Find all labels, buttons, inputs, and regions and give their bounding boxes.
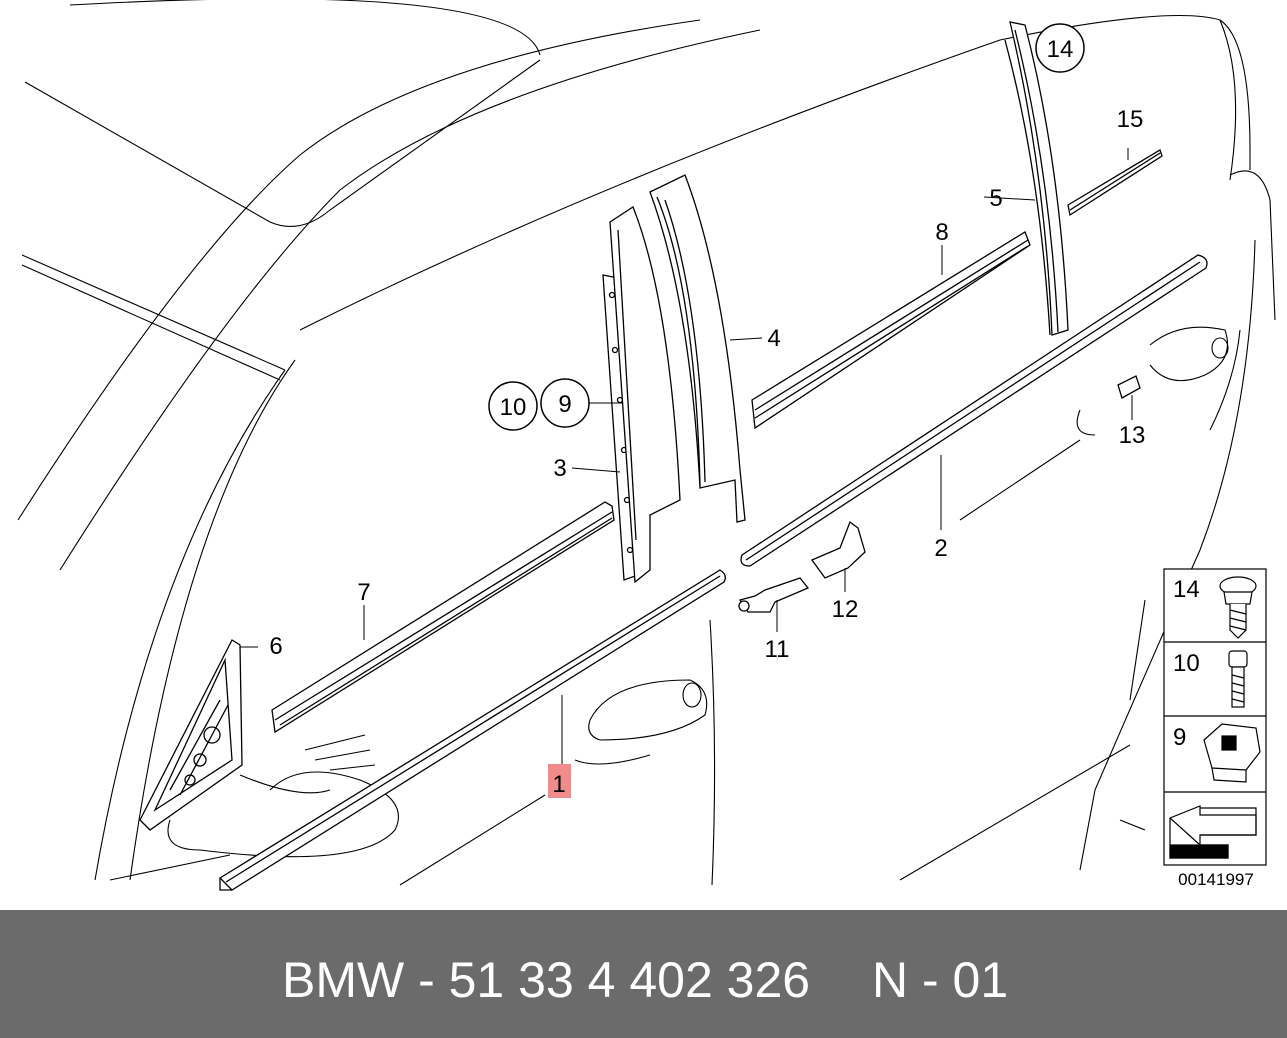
legend-label-10: 10 [1173,650,1200,677]
callout-1-highlight [548,764,571,798]
screw-icon [1219,576,1257,639]
part-12-bracket [810,520,866,579]
part-2-upper-molding [740,254,1208,567]
bolt-icon [1228,650,1248,708]
part-number: BMW - 51 33 4 402 326 [282,952,811,1008]
page-code: N - 01 [872,952,1009,1008]
leader-lines [240,148,1133,768]
callout-4: 4 [767,325,780,352]
part-7-window-channel [271,501,615,734]
clip-nut-icon [1203,723,1261,783]
callout-3: 3 [553,455,566,482]
part-8-window-channel [751,231,1031,430]
callout-9-circle [540,378,590,428]
part-6-corner-trim [139,639,243,831]
arrow-icon [1168,805,1257,859]
parts-diagram: 1 2 3 4 5 6 7 8 9 10 11 12 13 14 15 14 1… [17,0,1276,891]
callout-10: 10 [500,394,527,421]
callout-14-circle [1035,23,1085,73]
part-13-clip [1117,375,1141,399]
footer-bar [0,910,1287,1038]
part-11-clip [738,577,810,613]
legend-label-14: 14 [1173,576,1200,603]
callout-9: 9 [558,391,571,418]
callout-15: 15 [1117,106,1144,133]
callout-8: 8 [935,219,948,246]
part-1-lower-molding [218,569,726,891]
callout-10-circle [488,381,538,431]
callout-13: 13 [1119,422,1146,449]
legend-label-9: 9 [1173,724,1186,751]
callout-11: 11 [765,636,790,663]
callout-7: 7 [357,579,370,606]
part-15-strip [1067,149,1163,217]
callout-14: 14 [1047,36,1074,63]
part-4-pillar-cover [609,174,746,584]
part-5-window-strip [1004,21,1069,336]
legend-panel: 14 10 9 [1163,568,1267,866]
callout-6: 6 [269,633,282,660]
diagram-id: 00141997 [1178,870,1254,889]
callout-labels: 1 2 3 4 5 6 7 8 9 10 11 12 13 14 15 [269,36,1145,798]
callout-2: 2 [934,535,947,562]
callout-5: 5 [989,185,1002,212]
callout-12: 12 [832,596,859,623]
callout-1: 1 [552,771,565,798]
car-body-outline [17,0,1276,886]
